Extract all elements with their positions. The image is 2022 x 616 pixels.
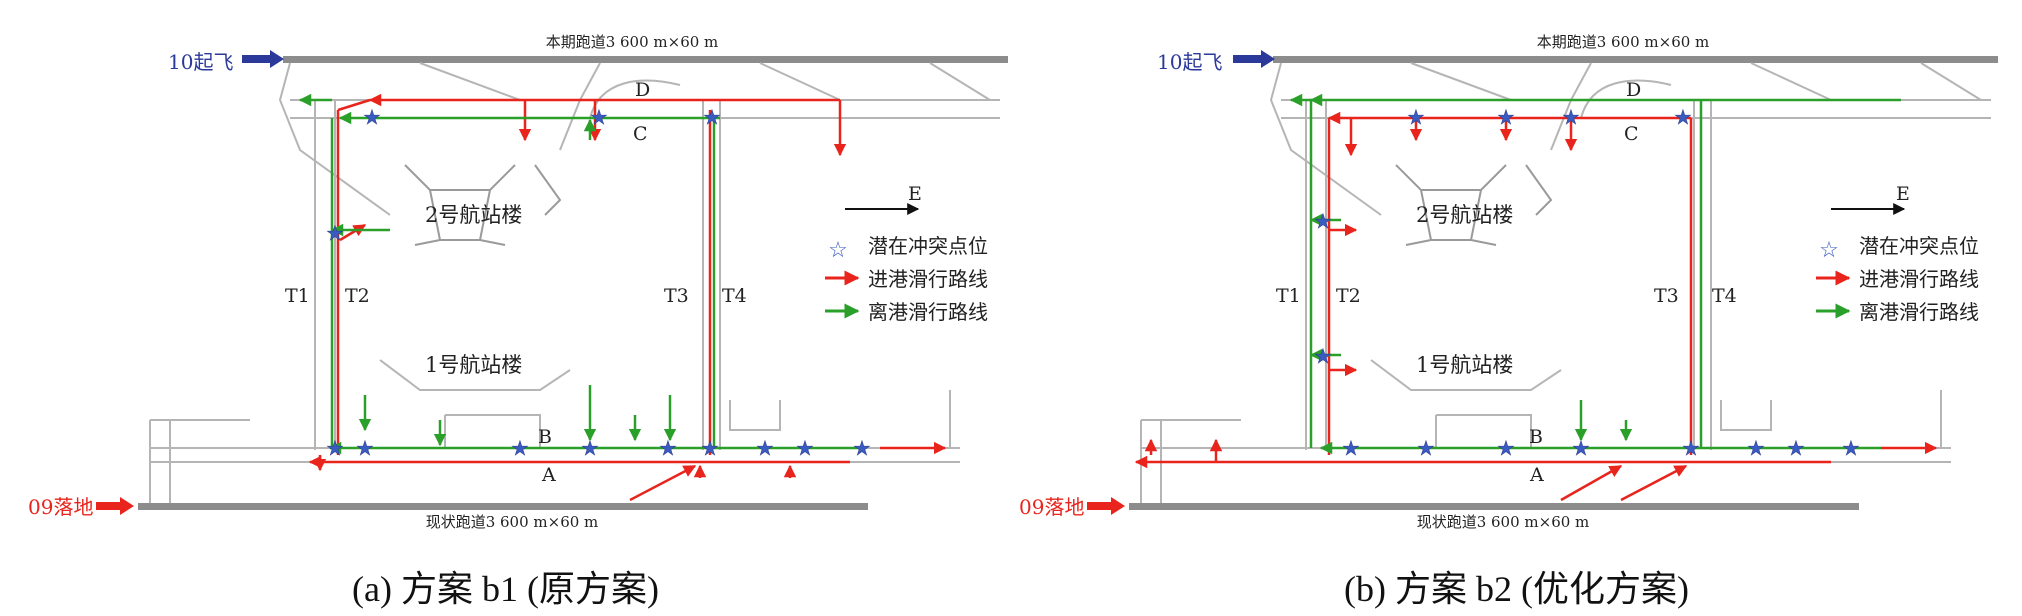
taxiway-label-t1: T1 (285, 285, 310, 307)
taxiway-label-a: A (541, 464, 556, 486)
taxiway-label-a: A (1529, 464, 1544, 486)
east-label: E (908, 183, 922, 205)
legend-conflict-label: 潜在冲突点位 (868, 234, 988, 258)
departure-routes (1289, 93, 1901, 455)
runway-bottom-label: 现状跑道3 600 m×60 m (1417, 513, 1590, 531)
arrival-routes (1134, 111, 1938, 502)
star-icon: ★ (1314, 209, 1332, 233)
taxiway-label-t1: T1 (1276, 285, 1301, 307)
taxiway-label-t3: T3 (664, 285, 689, 307)
runway-bottom-label: 现状跑道3 600 m×60 m (426, 513, 599, 531)
star-icon: ★ (659, 436, 677, 460)
taxiway-label-t2: T2 (1336, 285, 1361, 307)
star-icon: ★ (1407, 105, 1425, 129)
runway-top-label: 本期跑道3 600 m×60 m (1537, 33, 1710, 51)
departure-routes (298, 93, 860, 455)
star-icon: ★ (326, 221, 344, 245)
taxiway-label-t4: T4 (722, 285, 747, 307)
taxiway-label-t2: T2 (345, 285, 370, 307)
taxiway-label-b: B (538, 426, 552, 448)
terminal-1-label: 1号航站楼 (1416, 353, 1513, 377)
legend-departure-label: 离港滑行路线 (868, 300, 988, 324)
airport-diagram-b: ★ ★ ★ ★ ★ ★ ★ ★ ★ ★ ★ ★ ★ ★ 本期跑道3 600 m×… (1019, 33, 1998, 531)
east-label: E (1896, 183, 1910, 205)
star-icon: ☆ (828, 238, 848, 263)
takeoff-label: 10起飞 (1157, 50, 1222, 74)
taxiway-label-t3: T3 (1654, 285, 1679, 307)
airport-diagram-a: ★ ★ ★ ★ ★ ★ ★ ★ ★ ★ ★ ★ ★ 本期跑道3 600 m×60… (28, 33, 1008, 531)
conflict-points: ★ ★ ★ ★ ★ ★ ★ ★ ★ ★ ★ ★ ★ ★ (1314, 105, 1860, 461)
star-icon: ★ (511, 436, 529, 460)
taxiway-label-c: C (1624, 123, 1639, 145)
star-icon: ★ (853, 436, 871, 460)
legend: ☆ 潜在冲突点位 进港滑行路线 离港滑行路线 (825, 234, 988, 324)
runway-top-label: 本期跑道3 600 m×60 m (546, 33, 719, 51)
star-icon: ★ (1497, 105, 1515, 129)
legend-arrival-label: 进港滑行路线 (1859, 267, 1979, 291)
legend: ☆ 潜在冲突点位 进港滑行路线 离港滑行路线 (1816, 234, 1979, 324)
star-icon: ★ (701, 436, 719, 460)
star-icon: ★ (1497, 436, 1515, 460)
star-icon: ★ (756, 436, 774, 460)
terminal-2-shape (404, 164, 562, 246)
conflict-points: ★ ★ ★ ★ ★ ★ ★ ★ ★ ★ ★ ★ ★ (326, 105, 871, 461)
star-icon: ★ (581, 436, 599, 460)
caption-b: (b) 方案 b2 (优化方案) (1344, 569, 1689, 609)
takeoff-label: 10起飞 (168, 50, 233, 74)
legend-departure-label: 离港滑行路线 (1859, 300, 1979, 324)
runway-top (1273, 56, 1998, 63)
star-icon: ★ (1342, 436, 1360, 460)
runway-bottom (138, 503, 868, 510)
arrival-routes (308, 93, 947, 502)
star-icon: ★ (1747, 436, 1765, 460)
runway-top (283, 56, 1008, 63)
star-icon: ★ (796, 436, 814, 460)
star-icon: ★ (1562, 105, 1580, 129)
star-icon: ★ (356, 436, 374, 460)
takeoff-arrowhead-icon (1261, 50, 1275, 68)
star-icon: ★ (1787, 436, 1805, 460)
terminal-2-shape (1395, 164, 1553, 246)
landing-label: 09落地 (1019, 495, 1084, 519)
star-icon: ★ (1417, 436, 1435, 460)
taxiway-label-c: C (633, 123, 648, 145)
star-icon: ★ (363, 105, 381, 129)
runway-bottom (1129, 503, 1859, 510)
taxiway-label-d: D (1626, 79, 1641, 101)
taxiway-label-t4: T4 (1712, 285, 1737, 307)
star-icon: ★ (1842, 436, 1860, 460)
star-icon: ★ (1314, 344, 1332, 368)
terminal-2-label: 2号航站楼 (425, 203, 522, 227)
taxiway-label-b: B (1529, 426, 1543, 448)
panel-b: ★ ★ ★ ★ ★ ★ ★ ★ ★ ★ ★ ★ ★ ★ 本期跑道3 600 m×… (1011, 0, 2022, 616)
terminal-2-label: 2号航站楼 (1416, 203, 1513, 227)
star-icon: ★ (1682, 436, 1700, 460)
caption-a: (a) 方案 b1 (原方案) (352, 569, 659, 609)
landing-arrowhead-icon (120, 497, 134, 515)
star-icon: ★ (326, 436, 344, 460)
star-icon: ☆ (1819, 238, 1839, 263)
star-icon: ★ (1572, 436, 1590, 460)
landing-arrowhead-icon (1111, 497, 1125, 515)
star-icon: ★ (590, 105, 608, 129)
legend-arrival-label: 进港滑行路线 (868, 267, 988, 291)
takeoff-arrowhead-icon (270, 50, 284, 68)
panel-a: ★ ★ ★ ★ ★ ★ ★ ★ ★ ★ ★ ★ ★ 本期跑道3 600 m×60… (28, 33, 1008, 609)
legend-conflict-label: 潜在冲突点位 (1859, 234, 1979, 258)
star-icon: ★ (1674, 105, 1692, 129)
landing-label: 09落地 (28, 495, 93, 519)
star-icon: ★ (703, 105, 721, 129)
terminal-1-label: 1号航站楼 (425, 353, 522, 377)
taxiway-label-d: D (635, 79, 650, 101)
